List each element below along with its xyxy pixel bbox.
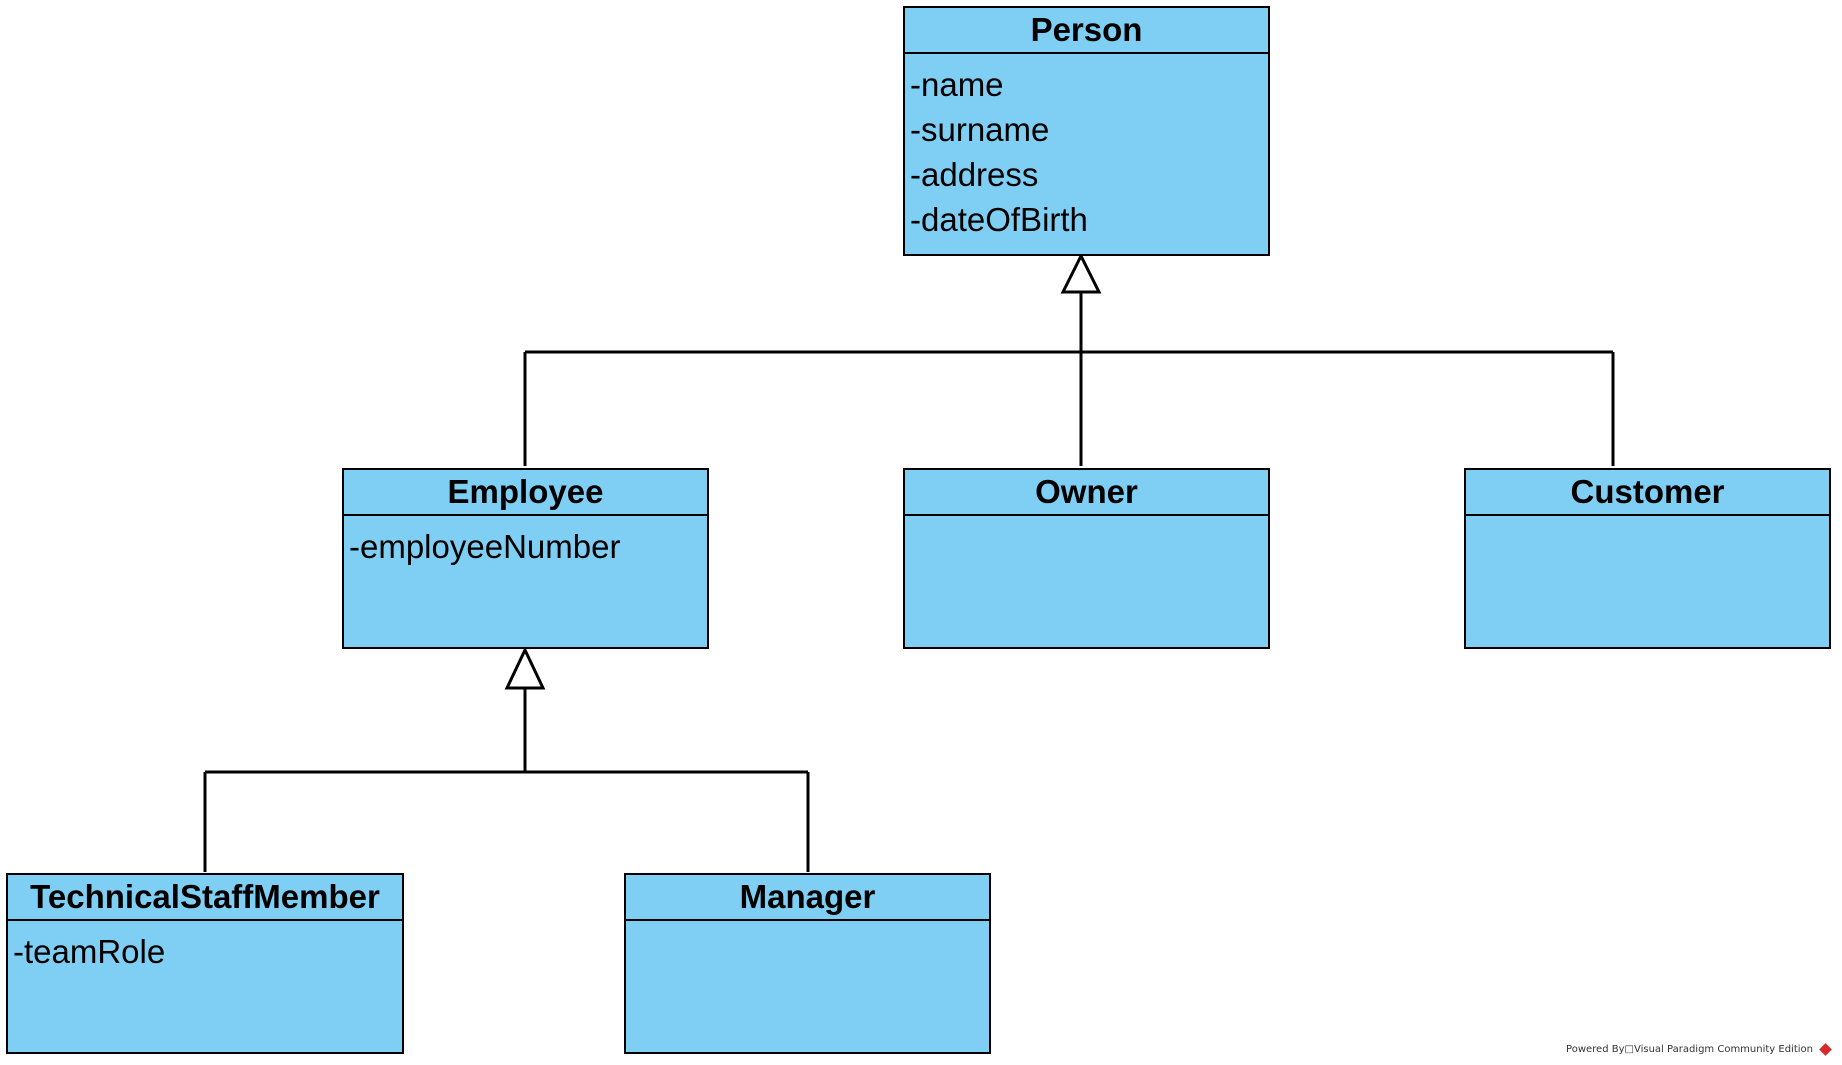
visual-paradigm-logo-icon — [1819, 1043, 1832, 1056]
class-name: Manager — [626, 875, 989, 921]
attribute-list — [1466, 516, 1829, 647]
attribute-list: -employeeNumber — [344, 516, 707, 647]
attribute-list: -name -surname -address -dateOfBirth — [905, 54, 1268, 254]
class-name: Customer — [1466, 470, 1829, 516]
class-name: Owner — [905, 470, 1268, 516]
watermark: Powered By□Visual Paradigm Community Edi… — [1566, 1043, 1832, 1056]
class-manager[interactable]: Manager — [624, 873, 991, 1054]
attribute: -teamRole — [13, 933, 166, 970]
generalization-arrow-employee — [504, 646, 546, 690]
class-owner[interactable]: Owner — [903, 468, 1270, 649]
class-person[interactable]: Person -name -surname -address -dateOfBi… — [903, 6, 1270, 256]
attribute: -dateOfBirth — [910, 201, 1088, 238]
attribute-list — [905, 516, 1268, 647]
generalization-arrow-person — [1060, 252, 1102, 294]
class-name: Person — [905, 8, 1268, 54]
attribute: -surname — [910, 111, 1050, 148]
class-name: TechnicalStaffMember — [8, 875, 402, 921]
watermark-text: Powered By□Visual Paradigm Community Edi… — [1566, 1044, 1813, 1055]
attribute-list: -teamRole — [8, 921, 402, 1052]
attribute-list — [626, 921, 989, 1052]
attribute: -employeeNumber — [349, 528, 621, 565]
class-employee[interactable]: Employee -employeeNumber — [342, 468, 709, 649]
class-customer[interactable]: Customer — [1464, 468, 1831, 649]
attribute: -name — [910, 66, 1004, 103]
class-name: Employee — [344, 470, 707, 516]
class-technicalstaffmember[interactable]: TechnicalStaffMember -teamRole — [6, 873, 404, 1054]
attribute: -address — [910, 156, 1039, 193]
